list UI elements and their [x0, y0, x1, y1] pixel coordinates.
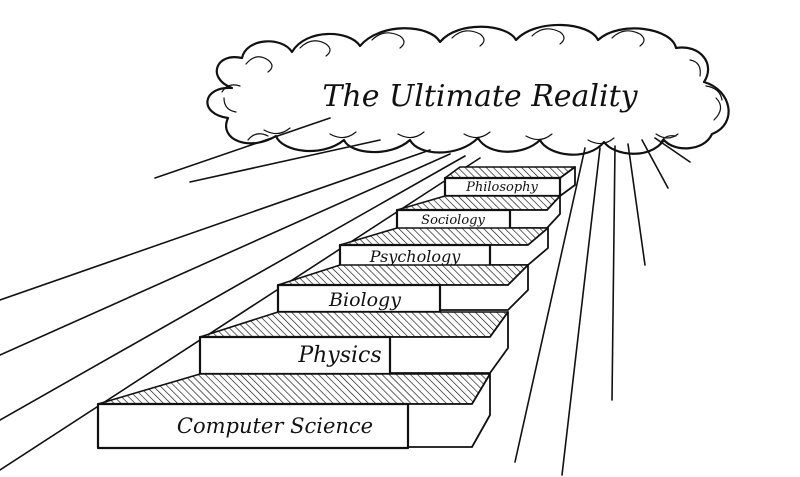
ray-right-5: [641, 139, 669, 189]
stair-tread: [396, 195, 561, 211]
step-label-physics: Physics: [297, 343, 381, 368]
stair-step-sociology: Sociology: [395, 195, 561, 231]
stair-tread: [199, 311, 509, 338]
ultimate-reality-cloud: The Ultimate Reality: [206, 23, 730, 156]
ray-right-4: [627, 143, 646, 266]
ray-right-1: [514, 147, 586, 463]
ray-right-2: [561, 147, 601, 476]
cloud-title: The Ultimate Reality: [322, 79, 638, 114]
ray-left-3: [0, 149, 431, 301]
ray-left-2: [189, 139, 381, 183]
stair-step-computer-science: Computer Science: [96, 373, 491, 450]
cloud-curls: [221, 28, 723, 145]
stair-riser: [198, 335, 392, 376]
stair-tread: [277, 264, 529, 286]
stair-tread: [444, 166, 576, 179]
stair-step-biology: Biology: [276, 264, 529, 314]
step-label-philosophy: Philosophy: [465, 180, 538, 195]
stair-riser: [96, 402, 410, 450]
stair-step-psychology: Psychology: [338, 227, 549, 269]
ray-left-4: [0, 153, 451, 356]
stair-riser: [276, 283, 442, 314]
staircase: Philosophy Sociology Psychology Biology: [96, 166, 576, 450]
ray-right-3: [611, 145, 616, 401]
step-label-computer-science: Computer Science: [177, 414, 373, 438]
stair-step-physics: Physics: [198, 311, 509, 376]
stair-step-philosophy: Philosophy: [443, 166, 576, 198]
ray-right-6: [654, 137, 691, 163]
step-label-psychology: Psychology: [369, 247, 461, 266]
ray-left-5: [0, 155, 466, 421]
ray-left-1: [154, 117, 331, 179]
step-label-biology: Biology: [328, 289, 401, 311]
stair-tread: [339, 227, 549, 246]
stair-tread: [97, 373, 491, 405]
step-label-sociology: Sociology: [421, 213, 485, 228]
cloud-outline: [206, 23, 730, 156]
